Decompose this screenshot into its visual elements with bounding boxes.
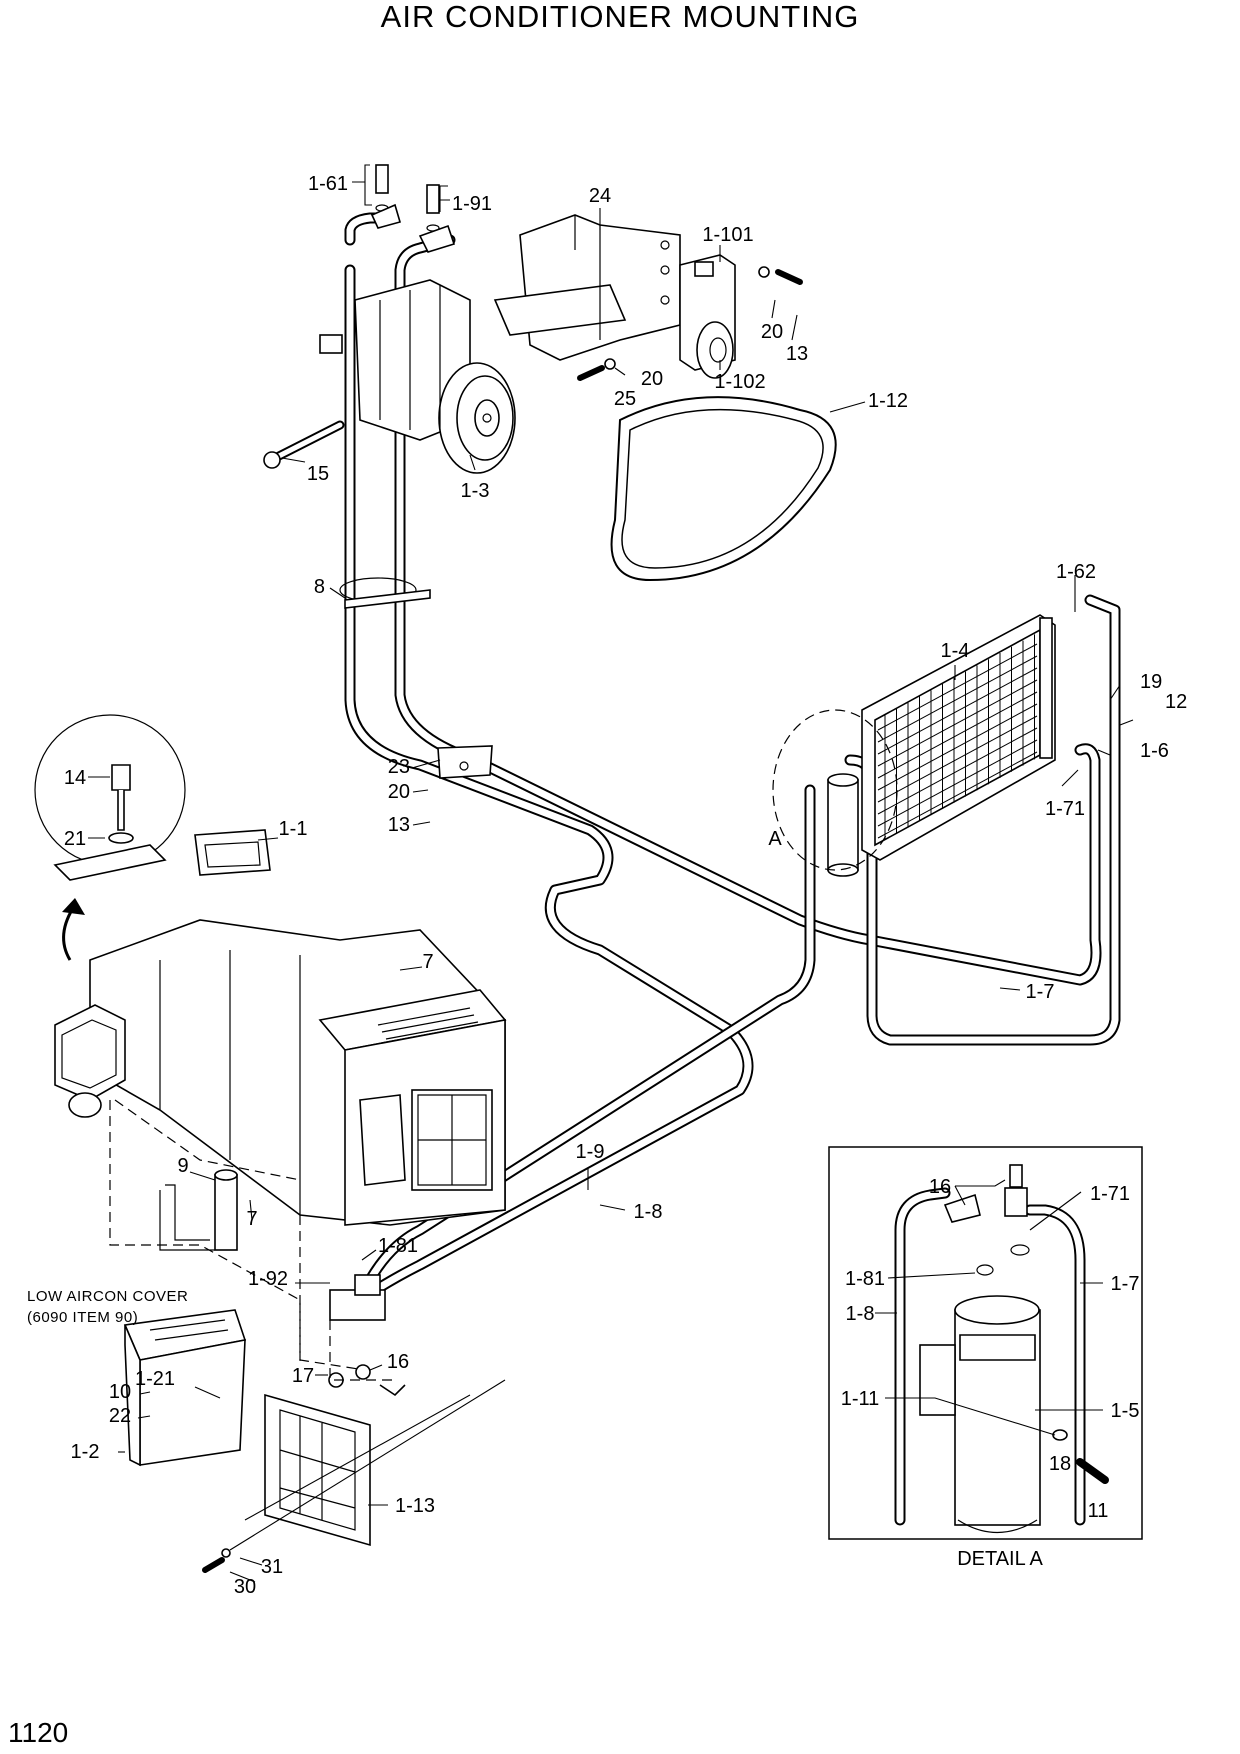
condenser: [861, 614, 1056, 861]
label-1-8: 1-8: [634, 1201, 663, 1223]
label-1-2: 1-2: [71, 1441, 100, 1463]
control-panel: [123, 1309, 247, 1467]
label-23: 23: [388, 756, 410, 778]
label-1-92: 1-92: [248, 1268, 288, 1290]
label-1-3: 1-3: [461, 480, 490, 502]
condenser-fin-row: [877, 691, 1038, 779]
label-19: 19: [1140, 671, 1162, 693]
label-9: 9: [177, 1155, 188, 1177]
pipe-bracket: [437, 745, 493, 779]
compressor-bolt: [263, 420, 345, 469]
condenser-fin-row: [877, 715, 1038, 803]
low-aircon-cover-note-reference: (6090 ITEM 90): [27, 1309, 138, 1326]
detail-a-callout-circle: [772, 709, 898, 871]
label-14: 14: [64, 767, 86, 789]
label-30: 30: [234, 1576, 256, 1598]
condenser-fin-row: [877, 643, 1038, 731]
label-1-61: 1-61: [308, 173, 348, 195]
label-20-bracket: 20: [641, 368, 663, 390]
detail-label-1-81: 1-81: [845, 1268, 885, 1290]
label-1-1: 1-1: [279, 818, 308, 840]
detail-label-11: 11: [1088, 1500, 1109, 1522]
condenser-fin-row: [877, 751, 1038, 839]
label-1-102: 1-102: [714, 371, 765, 393]
inset-circle: [34, 714, 186, 961]
label-31: 31: [261, 1556, 283, 1578]
condenser-fin-row: [877, 679, 1038, 767]
refrigerant-hoses: [344, 212, 1121, 1306]
diagonal-leaders: [229, 1379, 506, 1551]
condenser-fin-row: [877, 727, 1038, 815]
cover-screw: [202, 1548, 231, 1573]
band-clamp: [339, 577, 431, 609]
label-8: 8: [314, 576, 325, 598]
service-fittings: [370, 164, 456, 253]
detail-a-box: [828, 1146, 1143, 1540]
label-13-mid: 13: [388, 814, 410, 836]
label-7-lower: 7: [246, 1208, 257, 1230]
label-7-upper: 7: [422, 951, 433, 973]
access-cover: [264, 1393, 371, 1547]
label-21: 21: [64, 828, 86, 850]
idler-pulley: [679, 254, 736, 379]
label-1-7: 1-7: [1026, 981, 1055, 1003]
label-25: 25: [614, 388, 636, 410]
page-number: 1120: [8, 1717, 68, 1748]
v-belt: [610, 396, 837, 582]
detail-label-1-11: 1-11: [841, 1388, 880, 1410]
label-1-62: 1-62: [1056, 561, 1096, 583]
label-1-12: 1-12: [868, 390, 908, 412]
label-13-upper: 13: [786, 343, 808, 365]
label-20-mid: 20: [388, 781, 410, 803]
label-1-91: 1-91: [452, 193, 492, 215]
bolt-set-upper: [577, 266, 803, 381]
label-1-13: 1-13: [395, 1495, 435, 1517]
label-1-101: 1-101: [702, 224, 753, 246]
label-1-6: 1-6: [1140, 740, 1169, 762]
detail-label-16: 16: [929, 1176, 951, 1198]
label-22: 22: [109, 1405, 131, 1427]
label-1-21: 1-21: [135, 1368, 175, 1390]
hvac-unit: [54, 829, 507, 1226]
label-20-upper: 20: [761, 321, 783, 343]
label-10: 10: [109, 1381, 131, 1403]
detail-a-drawing: [894, 1164, 1109, 1534]
detail-a-caption: DETAIL A: [957, 1548, 1043, 1570]
receiver-drier: [827, 773, 859, 877]
label-1-81: 1-81: [378, 1235, 418, 1257]
detail-label-1-5: 1-5: [1111, 1400, 1140, 1422]
condenser-fin-row: [877, 703, 1038, 791]
compressor-bracket: [493, 214, 681, 361]
page-title: AIR CONDITIONER MOUNTING: [381, 0, 860, 34]
label-16: 16: [387, 1351, 409, 1373]
condenser-fin-row: [877, 739, 1038, 827]
detail-label-18: 18: [1049, 1453, 1071, 1475]
detail-a-marker: A: [768, 828, 782, 850]
label-24: 24: [589, 185, 611, 207]
callout-labels: 1-61 1-91 24 1-101 20 13 20 25 1-102 1-1…: [64, 173, 1187, 1598]
detail-label-1-7: 1-7: [1111, 1273, 1140, 1295]
detail-label-1-71: 1-71: [1090, 1183, 1130, 1205]
detail-label-1-8: 1-8: [846, 1303, 875, 1325]
callout-leaders: [88, 164, 1134, 1583]
condenser-fin-row: [877, 655, 1038, 743]
expansion-valve-block: [328, 1274, 406, 1397]
label-17: 17: [292, 1365, 314, 1387]
label-1-71: 1-71: [1045, 798, 1085, 820]
low-aircon-cover-note: LOW AIRCON COVER: [27, 1288, 188, 1305]
lower-ducting: [109, 1099, 366, 1371]
condenser-fin-row: [877, 667, 1038, 755]
compressor: [319, 279, 516, 474]
label-1-4: 1-4: [941, 640, 970, 662]
label-12: 12: [1165, 691, 1187, 713]
label-1-9: 1-9: [576, 1141, 605, 1163]
label-15: 15: [307, 463, 329, 485]
